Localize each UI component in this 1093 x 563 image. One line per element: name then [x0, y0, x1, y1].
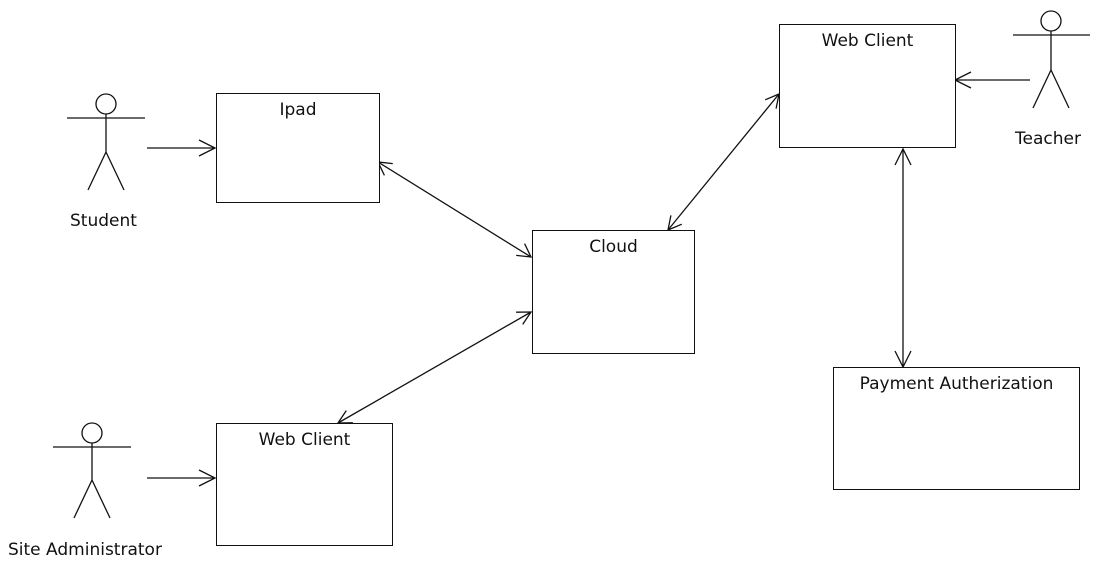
- ipad-node[interactable]: Ipad: [216, 93, 380, 203]
- student-actor-figure: [67, 93, 145, 191]
- edge-student-to-ipad: [147, 139, 217, 157]
- web-client-admin-node-label: Web Client: [258, 430, 351, 450]
- ipad-node-label: Ipad: [279, 100, 317, 120]
- teacher-actor-label: Teacher: [1015, 129, 1081, 149]
- web-client-teacher-node[interactable]: Web Client: [779, 24, 956, 148]
- payment-node-label: Payment Autherization: [859, 374, 1054, 394]
- edge-web-client-cloud: [336, 311, 533, 424]
- edge-web-client-payment: [894, 147, 912, 369]
- edge-ipad-cloud: [376, 161, 533, 258]
- payment-node[interactable]: Payment Autherization: [833, 367, 1080, 490]
- edge-admin-to-web-client: [147, 469, 217, 487]
- student-actor-label: Student: [70, 211, 137, 231]
- edge-teacher-to-web-client: [953, 71, 1030, 89]
- web-client-teacher-node-label: Web Client: [821, 31, 914, 51]
- web-client-admin-node[interactable]: Web Client: [216, 423, 393, 546]
- site-admin-actor-figure: [53, 422, 131, 519]
- cloud-node[interactable]: Cloud: [532, 230, 695, 354]
- teacher-actor-figure: [1013, 10, 1090, 109]
- edge-cloud-web-client-teacher: [667, 92, 780, 232]
- cloud-node-label: Cloud: [589, 237, 638, 257]
- site-admin-actor-label: Site Administrator: [8, 540, 162, 560]
